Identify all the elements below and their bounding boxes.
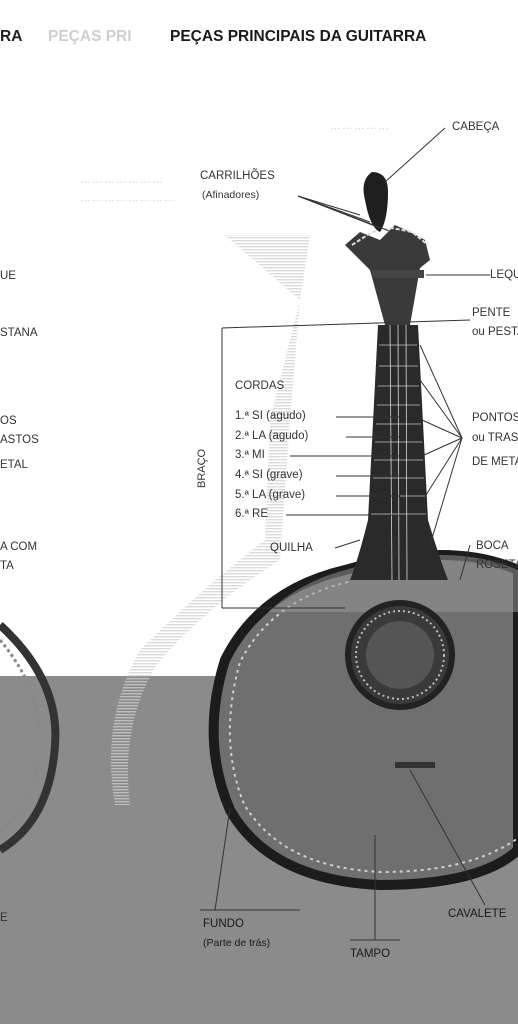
string-label: 6.ª RE xyxy=(235,508,269,520)
label-boca: BOCA xyxy=(476,540,509,552)
string-label: 4.ª SI (grave) xyxy=(235,469,303,481)
leader-lines xyxy=(200,127,490,941)
label-pontos: PONTOS xyxy=(472,412,518,424)
label-pente: PENTE xyxy=(472,307,511,319)
label-ou-pestana: ou PESTANA xyxy=(472,326,518,338)
title-ghost-fragment: PEÇAS PRI xyxy=(48,28,132,45)
label-roseta: ROSETA xyxy=(476,559,518,571)
label-ou-trastos: ou TRASTOS xyxy=(472,432,518,444)
label-fundo: FUNDO xyxy=(203,918,244,930)
left-fragment: E xyxy=(0,912,8,924)
title-left-fragment: RA xyxy=(0,28,23,45)
page-title: RA PEÇAS PRI PEÇAS PRINCIPAIS DA GUITARR… xyxy=(0,28,518,48)
string-label: 3.ª MI xyxy=(235,449,265,461)
label-quilha: QUILHA xyxy=(270,542,313,554)
string-label: 5.ª LA (grave) xyxy=(235,489,306,501)
title-main: PEÇAS PRINCIPAIS DA GUITARRA xyxy=(170,28,427,45)
left-fragment: ETAL xyxy=(0,459,28,471)
bridge xyxy=(395,762,435,768)
left-fragment: TA xyxy=(0,560,14,572)
ghost-label: …………… xyxy=(330,120,390,132)
label-cabeca: CABEÇA xyxy=(452,121,500,133)
label-braco: BRAÇO xyxy=(196,448,208,488)
left-fragment: A COM xyxy=(0,541,38,553)
ghost-label: …………………… xyxy=(80,192,176,204)
guitar xyxy=(208,172,518,891)
string-label: 2.ª LA (agudo) xyxy=(235,430,309,442)
label-cordas: CORDAS xyxy=(235,380,285,392)
left-fragment: STANA xyxy=(0,327,38,339)
left-fragment: OS xyxy=(0,415,17,427)
ghost-label: ………………… xyxy=(80,174,164,186)
left-fragment: UE xyxy=(0,270,16,282)
string-label: 1.ª SI (agudo) xyxy=(235,410,306,422)
label-leque: LEQUE xyxy=(490,269,518,281)
label-fundo-note: (Parte de trás) xyxy=(203,937,271,949)
left-fragment: ASTOS xyxy=(0,434,39,446)
guitar-neck xyxy=(350,325,448,580)
label-de-metal: DE METAL xyxy=(472,456,518,468)
label-cavalete: CAVALETE xyxy=(448,908,507,920)
ghost-guitar-echo xyxy=(110,235,310,805)
label-tampo: TAMPO xyxy=(350,948,391,960)
left-guitar-body xyxy=(0,622,60,854)
label-carrilhoes: CARRILHÕES xyxy=(200,170,275,182)
label-afinadores: (Afinadores) xyxy=(202,189,260,201)
